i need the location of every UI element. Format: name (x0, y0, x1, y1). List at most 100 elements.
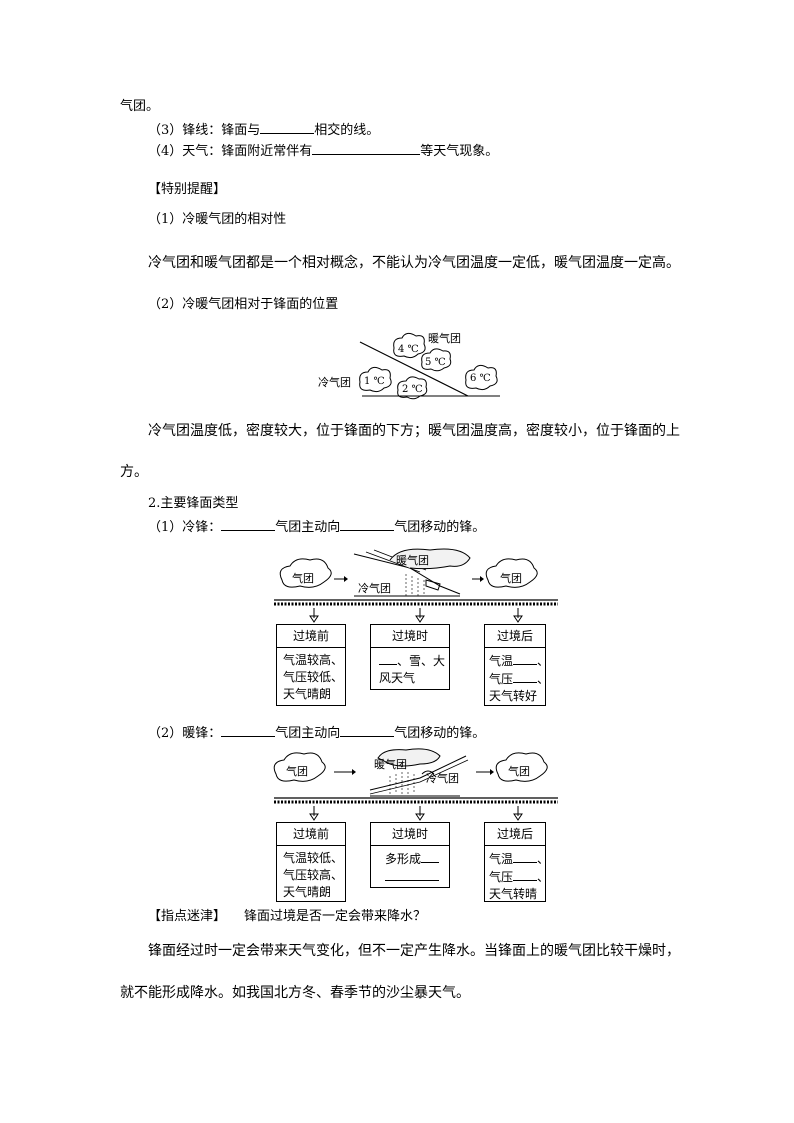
warm-before-line: 气压较高、 (283, 868, 344, 882)
front-line (359, 341, 469, 397)
front-surface (369, 755, 467, 791)
down-arrows (309, 806, 523, 821)
cloud-1c: 1 ℃ (359, 366, 392, 393)
warm-after-temp: 气温 (489, 852, 514, 866)
frontal-line-suffix: 相交的线。 (314, 123, 380, 138)
position-body-2: 方。 (120, 464, 148, 480)
cloud-5c: 5 ℃ (421, 348, 452, 372)
cold-cold-label: 冷气团 (358, 581, 391, 595)
cold-during-title: 过境时 (371, 625, 449, 648)
warm-before-box: 过境前 气温较低、 气压较高、 天气晴朗 (276, 822, 346, 902)
blank-warm-after-pressure[interactable] (513, 868, 538, 881)
warm-after-weather: 天气转晴 (489, 887, 538, 901)
warm-cold-label: 冷气团 (426, 771, 459, 785)
warm-cloud-mass (389, 548, 471, 570)
blank-cold-1[interactable] (221, 518, 276, 531)
blank-warm-after-temp[interactable] (513, 850, 538, 863)
weather-label: （4）天气：锋面附近常伴有 (148, 144, 313, 159)
blank-warm-during-1[interactable] (421, 850, 440, 863)
text-airmass: 气团。 (120, 99, 160, 114)
blank-warm-during-2[interactable] (385, 868, 439, 881)
warm-before-line: 天气晴朗 (283, 885, 332, 899)
blank-weather[interactable] (312, 142, 421, 155)
temp-label: 1 ℃ (364, 376, 385, 387)
cold-before-line: 气压较低、 (283, 670, 344, 684)
warm-cloud-mass (377, 748, 441, 767)
warm-front-suffix: 气团移动的锋。 (394, 726, 486, 741)
cold-after-weather: 天气转好 (489, 689, 538, 703)
rain-lines (405, 574, 425, 596)
warm-before-title: 过境前 (277, 823, 345, 846)
cold-airmass-label: 冷气团 (318, 375, 351, 389)
separator: 、 (537, 870, 550, 884)
cloud-right-label: 气团 (500, 571, 522, 585)
temp-label: 2 ℃ (402, 384, 423, 395)
air-mass-position-diagram: 4 ℃ 5 ℃ 暖气团 冷气团 1 ℃ 2 ℃ 6 ℃ (318, 331, 500, 400)
cloud-left (273, 752, 326, 782)
separator: 、 (537, 672, 550, 686)
warm-front-definition: （2）暖锋：气团主动向气团移动的锋。 (148, 724, 485, 740)
cloud-left (279, 558, 332, 588)
hint-body-2: 就不能形成降水。如我国北方冬、春季节的沙尘暴天气。 (120, 985, 470, 1001)
temp-label: 5 ℃ (425, 357, 446, 368)
cloud-left-label: 气团 (286, 764, 308, 778)
frontal-line-line: （3）锋线：锋面与 相交的线。 (148, 121, 379, 137)
blank-cold-after-pressure[interactable] (513, 670, 538, 683)
cold-during-box: 过境时 、雪、大 风天气 (370, 624, 450, 690)
blank-cold-2[interactable] (340, 518, 395, 531)
warm-airmass-label: 暖气团 (428, 331, 461, 345)
frontal-line-label: （3）锋线：锋面与 (148, 123, 261, 138)
hint-body-1: 锋面经过时一定会带来天气变化，但不一定产生降水。当锋面上的暖气团比较干燥时， (148, 943, 680, 959)
cold-before-line: 气温较高、 (283, 653, 344, 667)
cloud-right-label: 气团 (508, 764, 530, 778)
separator: 、 (537, 654, 550, 668)
rain-lines (389, 772, 415, 794)
warm-after-box: 过境后 气温、 气压、 天气转晴 (484, 822, 550, 902)
front-surface (353, 553, 461, 595)
separator: 、 (537, 852, 550, 866)
cold-before-line: 天气晴朗 (283, 687, 332, 701)
tip-title: 【特别提醒】 (148, 182, 227, 197)
blank-frontal-line[interactable] (260, 121, 315, 134)
blank-cold-after-temp[interactable] (513, 652, 538, 665)
cloud-left-label: 气团 (292, 571, 314, 585)
cold-front-definition: （1）冷锋： 气团主动向 气团移动的锋。 (148, 518, 485, 534)
tip1-body: 冷气团和暖气团都是一个相对概念，不能认为冷气团温度一定低，暖气团温度一定高。 (148, 255, 680, 271)
cold-front-suffix: 气团移动的锋。 (394, 520, 486, 535)
blank-warm-1[interactable] (221, 724, 276, 737)
down-arrows (309, 608, 523, 623)
weather-line: （4）天气：锋面附近常伴有 等天气现象。 (148, 142, 498, 158)
cold-during-line1: 、雪、大 (397, 654, 446, 668)
cold-after-title: 过境后 (485, 625, 545, 648)
blank-warm-2[interactable] (340, 724, 395, 737)
hint-question: 锋面过境是否一定会带来降水？ (244, 909, 427, 924)
cold-after-box: 过境后 气温、 气压、 天气转好 (484, 624, 550, 706)
cloud-4c: 4 ℃ (393, 332, 426, 359)
weather-suffix: 等天气现象。 (420, 144, 499, 159)
cold-front-mid: 气团主动向 (275, 520, 341, 535)
cold-before-box: 过境前 气温较高、 气压较低、 天气晴朗 (276, 624, 346, 706)
warm-before-line: 气温较低、 (283, 851, 344, 865)
warm-after-pressure: 气压 (489, 870, 514, 884)
warm-front-diagram: 气团 暖气团 冷气团 气团 (273, 748, 558, 821)
cold-front-label: （1）冷锋： (148, 520, 222, 535)
cold-after-temp: 气温 (489, 654, 514, 668)
warm-during-box: 过境时 多形成 (370, 822, 450, 888)
warm-front-label: （2）暖锋： (148, 726, 222, 741)
tip2-heading: （2）冷暖气团相对于锋面的位置 (148, 297, 339, 312)
warm-during-title: 过境时 (371, 823, 449, 846)
cloud-right (495, 752, 548, 782)
cloud-6c: 6 ℃ (465, 364, 498, 391)
cold-before-title: 过境前 (277, 625, 345, 648)
cold-after-pressure: 气压 (489, 672, 514, 686)
warm-during-line1: 多形成 (385, 852, 422, 866)
cold-during-line2: 风天气 (379, 671, 416, 685)
cloud-right (485, 558, 538, 588)
section-2-heading: 2.主要锋面类型 (148, 496, 239, 511)
cloud-2c: 2 ℃ (397, 376, 428, 400)
warm-after-title: 过境后 (485, 823, 545, 846)
blank-cold-during[interactable] (379, 652, 397, 665)
cold-front-diagram: 气团 暖气团 冷气团 气团 (274, 548, 558, 623)
position-body-1: 冷气团温度低，密度较大，位于锋面的下方；暖气团温度高，密度较小，位于锋面的上 (148, 423, 680, 439)
temp-label: 6 ℃ (470, 373, 491, 384)
